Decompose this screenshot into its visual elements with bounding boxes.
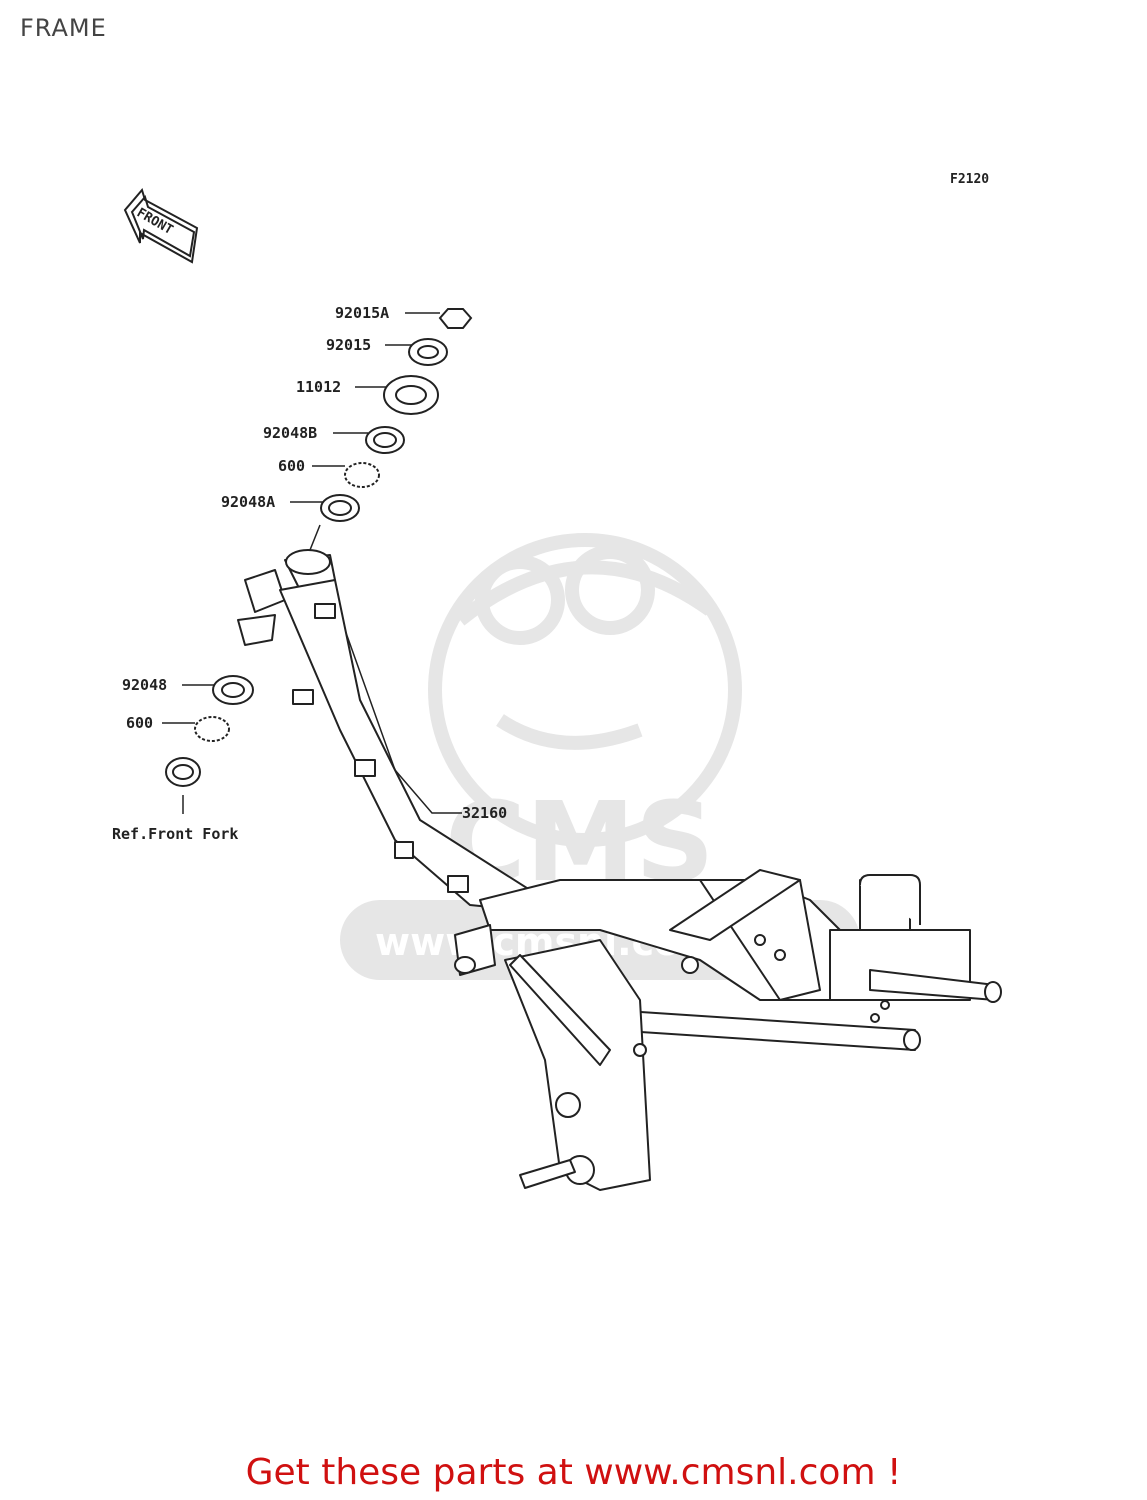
nut-92015a-icon (438, 308, 473, 329)
callout-92048a: 92048A (221, 493, 276, 511)
callout-32160: 32160 (462, 804, 508, 822)
callout-92048: 92048 (122, 676, 168, 694)
footer-cta[interactable]: Get these parts at www.cmsnl.com ! (245, 1452, 902, 1493)
cms-watermark (428, 533, 742, 847)
callout-92015a: 92015A (335, 304, 390, 322)
callout-600-lower: 600 (126, 714, 154, 732)
callout-92048b: 92048B (263, 424, 318, 442)
balls-600-icon (344, 462, 380, 488)
callout-ref-front-fork: Ref.Front Fork (112, 825, 239, 843)
page-title: FRAME (20, 14, 107, 42)
frame-body (237, 549, 1002, 1191)
balls-600-lower-icon (194, 716, 230, 742)
front-arrow-icon (123, 187, 199, 264)
bearing-parts (165, 308, 473, 787)
callout-600-upper: 600 (278, 457, 306, 475)
callout-11012: 11012 (296, 378, 342, 396)
callout-92015: 92015 (326, 336, 372, 354)
diagram-code: F2120 (950, 172, 990, 187)
